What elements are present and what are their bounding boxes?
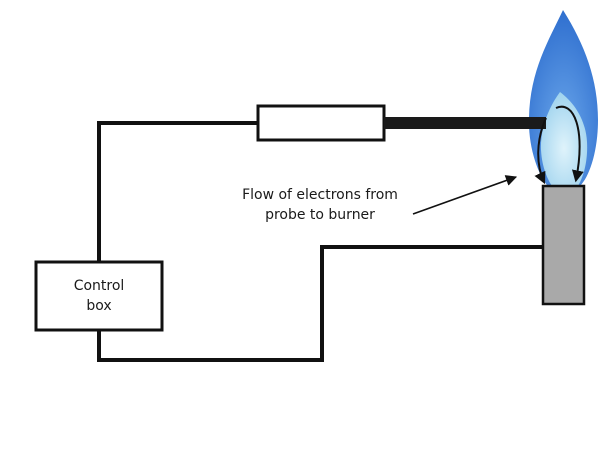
electron-flow-arrow-left xyxy=(534,117,547,185)
wire-top-left xyxy=(97,121,258,262)
control-box xyxy=(34,260,164,332)
wire-bottom xyxy=(97,245,543,362)
resistor xyxy=(256,104,386,142)
circuit-wires xyxy=(97,121,543,362)
burner xyxy=(541,184,586,306)
control-box-label-line2: box xyxy=(86,298,111,314)
flame-inner xyxy=(540,92,588,186)
annotation-line1: Flow of electrons from xyxy=(242,187,398,203)
annotation-line2: probe to burner xyxy=(265,207,375,223)
electron-flow-arrow-right xyxy=(555,105,584,183)
control-box-label-line1: Control xyxy=(74,278,125,294)
flame-probe xyxy=(384,117,546,129)
annotation-arrow xyxy=(412,175,518,215)
